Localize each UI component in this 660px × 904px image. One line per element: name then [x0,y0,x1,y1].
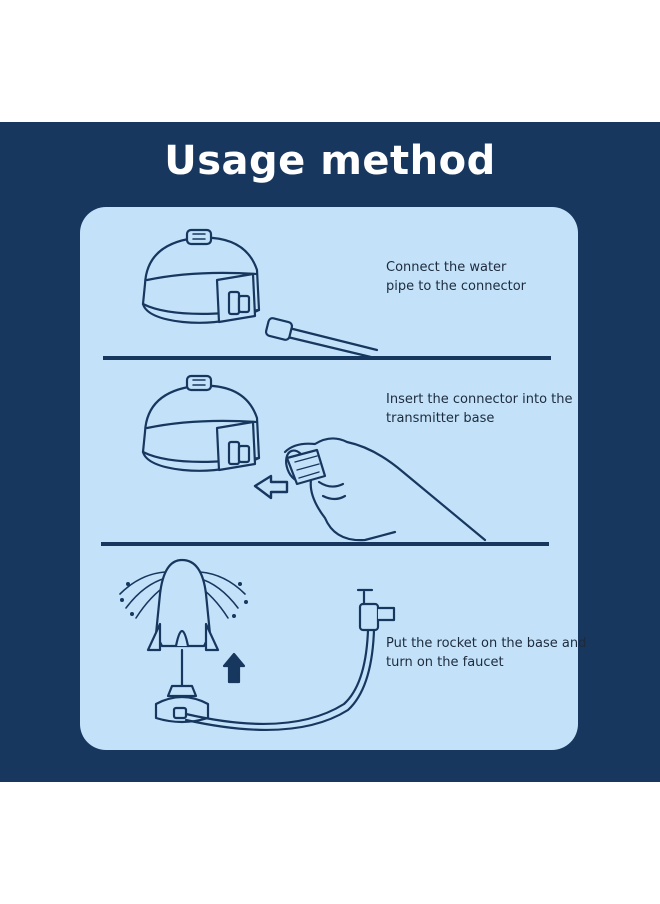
rocket-on-base-with-faucet-icon [110,554,400,744]
divider-2 [101,542,549,546]
dome-base-with-pipe-icon [135,222,385,362]
step-1-text: Connect the water pipe to the connector [386,260,527,294]
step-2-text: Insert the connector into the transmitte… [386,392,573,426]
page-title: Usage method [164,138,496,184]
step-3-text: Put the rocket on the base and turn on t… [386,636,587,670]
divider-1 [103,356,551,360]
hand-inserting-connector-icon [135,372,495,544]
